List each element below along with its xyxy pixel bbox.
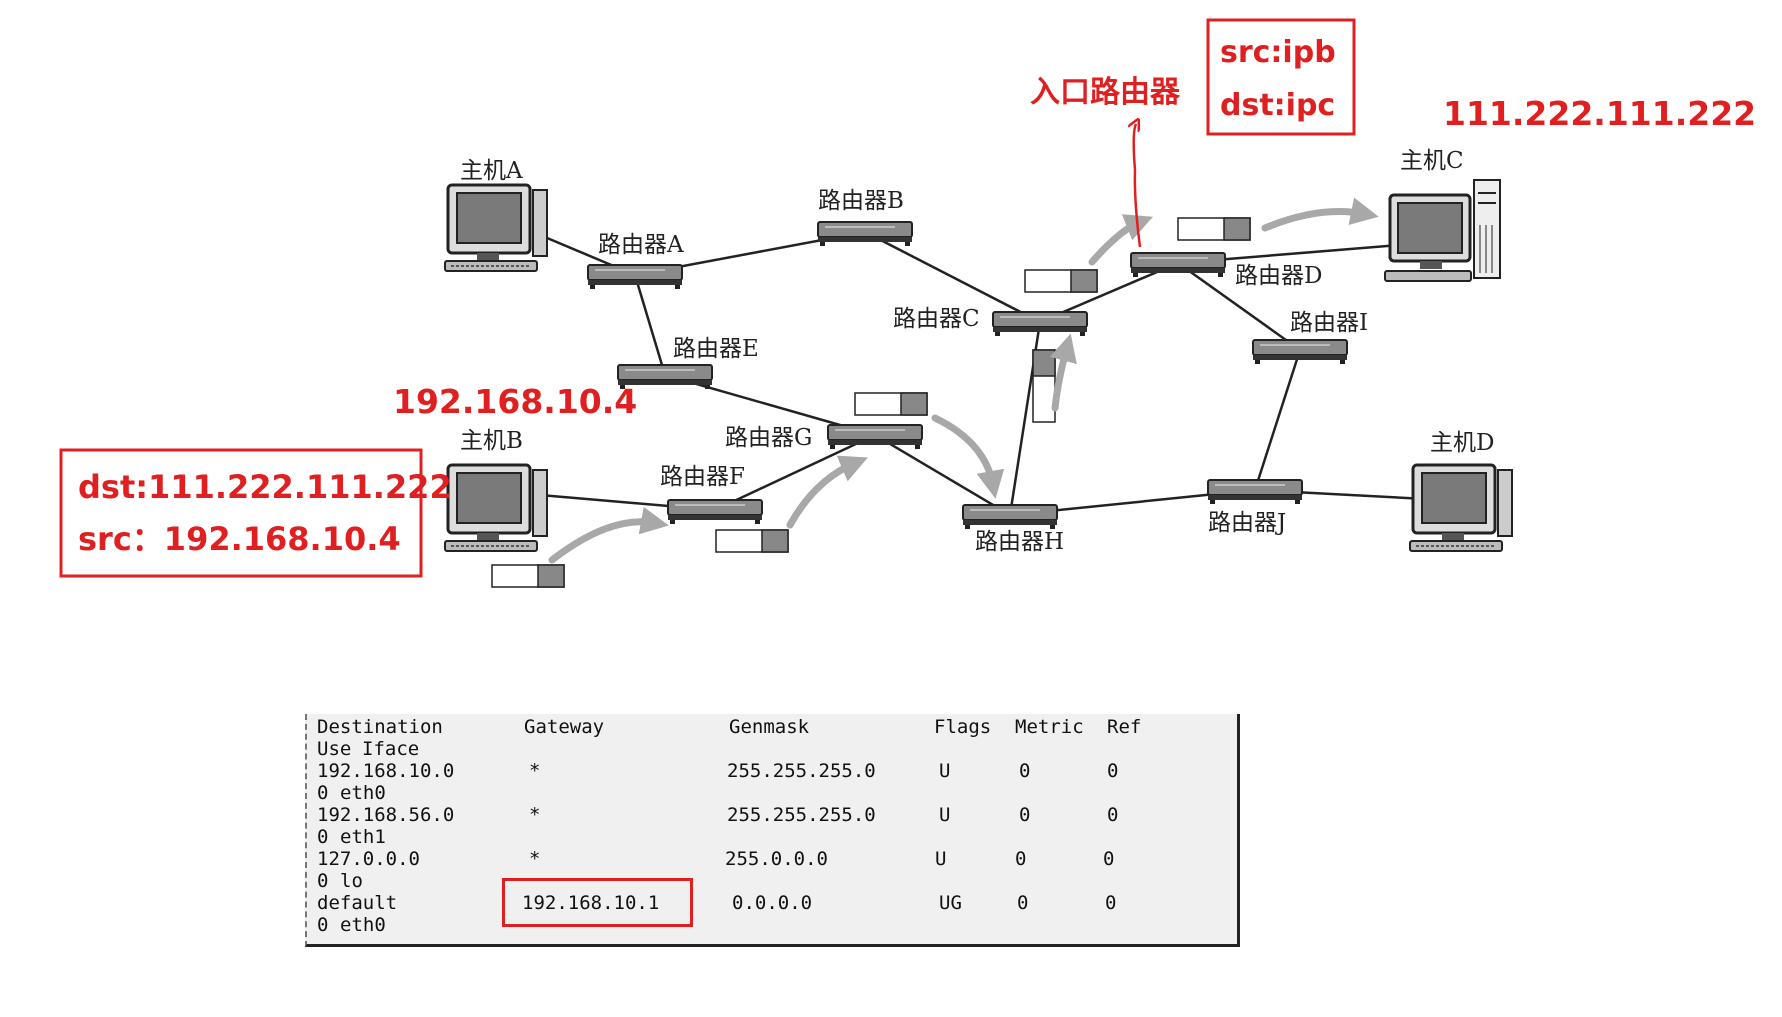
- table-cell-gateway: *: [529, 760, 541, 782]
- col-header-destination: Destination: [317, 716, 443, 738]
- host-a-computer-icon: [443, 183, 549, 273]
- table-cell-gateway: 192.168.10.1: [522, 892, 660, 914]
- router-a-label: 路由器A: [598, 232, 684, 258]
- ingress-address-box: [1206, 18, 1356, 136]
- table-cell-iface: eth1: [340, 826, 386, 848]
- table-cell-iface: eth0: [340, 782, 386, 804]
- packet-dst: dst:111.222.111.222: [78, 468, 452, 506]
- table-cell-destination: 192.168.56.0: [317, 804, 455, 826]
- packet-icon: [854, 392, 928, 416]
- host-c-ip: 111.222.111.222: [1443, 94, 1756, 133]
- table-cell-destination: default: [317, 892, 398, 914]
- host-c-label: 主机C: [1400, 148, 1464, 174]
- table-cell-use: 0: [317, 914, 329, 936]
- table-cell-metric: 0: [1019, 760, 1031, 782]
- table-cell-flags: U: [939, 804, 951, 826]
- router-g-label: 路由器G: [725, 425, 812, 451]
- table-cell-flags: U: [935, 848, 947, 870]
- col-header-ref: Ref: [1107, 716, 1142, 738]
- host-b-ip: 192.168.10.4: [393, 382, 637, 421]
- table-cell-iface: lo: [340, 870, 363, 892]
- table-cell-iface: eth0: [340, 914, 386, 936]
- col-header-metric: Metric: [1015, 716, 1084, 738]
- packet-path-arrows: [548, 197, 1379, 564]
- host-d-computer-icon: [1408, 463, 1514, 553]
- table-cell-genmask: 255.0.0.0: [725, 848, 828, 870]
- table-cell-ref: 0: [1107, 804, 1119, 826]
- packet-address-box: [59, 448, 423, 578]
- router-e-label: 路由器E: [673, 336, 759, 362]
- router-d-label: 路由器D: [1235, 263, 1322, 289]
- ingress-arrow: [1134, 124, 1142, 248]
- col-header-use: Use: [317, 738, 352, 760]
- table-cell-destination: 127.0.0.0: [317, 848, 420, 870]
- col-header-gateway: Gateway: [524, 716, 605, 738]
- table-cell-use: 0: [317, 870, 329, 892]
- table-cell-metric: 0: [1019, 804, 1031, 826]
- packet-src: src：192.168.10.4: [78, 520, 401, 558]
- router-b-icon: [817, 221, 913, 247]
- table-cell-use: 0: [317, 826, 329, 848]
- ingress-router-label: 入口路由器: [1030, 75, 1181, 110]
- table-cell-gateway: *: [529, 804, 541, 826]
- col-header-iface: Iface: [362, 738, 420, 760]
- router-g-icon: [827, 424, 923, 450]
- host-c-computer-icon: [1383, 178, 1502, 283]
- table-cell-flags: U: [939, 760, 951, 782]
- packet-icon: [491, 564, 565, 588]
- table-cell-genmask: 255.255.255.0: [727, 760, 876, 782]
- router-i-label: 路由器I: [1290, 310, 1368, 336]
- ingress-src: src:ipb: [1220, 35, 1336, 70]
- host-d-label: 主机D: [1430, 430, 1494, 456]
- host-a-label: 主机A: [460, 158, 523, 184]
- table-cell-flags: UG: [939, 892, 962, 914]
- router-j-label: 路由器J: [1208, 510, 1286, 536]
- router-d-icon: [1130, 252, 1226, 278]
- packet-icon: [715, 529, 789, 553]
- router-f-label: 路由器F: [660, 464, 745, 490]
- table-cell-use: 0: [317, 782, 329, 804]
- table-cell-genmask: 0.0.0.0: [732, 892, 813, 914]
- table-cell-ref: 0: [1105, 892, 1117, 914]
- router-a-icon: [587, 264, 683, 290]
- table-cell-metric: 0: [1017, 892, 1029, 914]
- col-header-genmask: Genmask: [729, 716, 810, 738]
- router-c-label: 路由器C: [893, 306, 980, 332]
- packet-icon: [1024, 269, 1098, 293]
- table-cell-destination: 192.168.10.0: [317, 760, 455, 782]
- host-b-computer-icon: [443, 463, 549, 553]
- table-cell-gateway: *: [529, 848, 541, 870]
- table-cell-ref: 0: [1103, 848, 1115, 870]
- router-b-label: 路由器B: [818, 188, 904, 214]
- router-i-icon: [1252, 339, 1348, 365]
- table-cell-genmask: 255.255.255.0: [727, 804, 876, 826]
- routing-table: Destination Gateway Genmask Flags Metric…: [305, 714, 1240, 947]
- ingress-dst: dst:ipc: [1220, 88, 1335, 123]
- packet-icon: [1032, 349, 1056, 423]
- packet-icon: [1177, 217, 1251, 241]
- router-j-icon: [1207, 479, 1303, 505]
- router-c-icon: [992, 311, 1088, 337]
- table-cell-ref: 0: [1107, 760, 1119, 782]
- col-header-flags: Flags: [934, 716, 992, 738]
- table-cell-metric: 0: [1015, 848, 1027, 870]
- router-f-icon: [667, 499, 763, 525]
- router-h-label: 路由器H: [975, 529, 1064, 555]
- host-b-label: 主机B: [460, 428, 523, 454]
- router-h-icon: [962, 504, 1058, 530]
- default-gateway-highlight: [502, 878, 693, 927]
